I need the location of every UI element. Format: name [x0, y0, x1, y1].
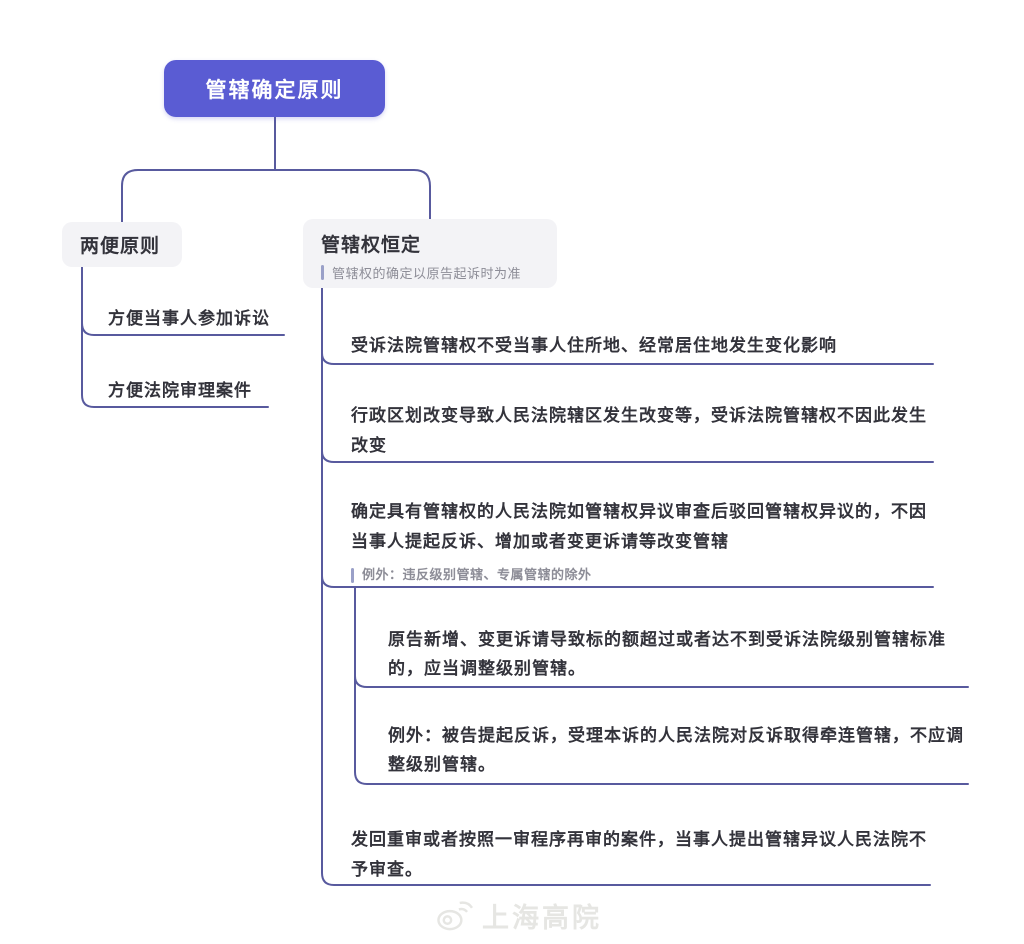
connector-right-child1 [321, 352, 934, 365]
connector-nested-spine [354, 586, 969, 785]
root-node: 管辖确定原则 [164, 60, 385, 117]
leaf-node: 行政区划改变导致人民法院辖区发生改变等，受诉法院管辖权不因此发生改变 [351, 406, 927, 455]
branch-subtitle-row: 管辖权的确定以原告起诉时为准 [321, 263, 541, 282]
weibo-icon [437, 900, 474, 930]
leaf-node: 例外：被告提起反诉，受理本诉的人民法院对反诉取得牵连管辖，不应调整级别管辖。 [388, 726, 964, 774]
branch-title: 管辖权恒定 [321, 235, 422, 256]
connector-root-to-branches [121, 169, 431, 223]
leaf-node: 原告新增、变更诉请导致标的额超过或者达不到受诉法院级别管辖标准的，应当调整级别管… [388, 630, 946, 678]
branch-title: 两便原则 [80, 236, 161, 257]
connector-right-child3 [321, 575, 934, 588]
leaf-node: 方便法院审理案件 [108, 381, 252, 400]
root-node-label: 管辖确定原则 [205, 78, 344, 102]
leaf-note-row: 例外：违反级别管辖、专属管辖的除外 [351, 560, 943, 590]
subtitle-marker-bar [321, 265, 324, 280]
branch-node-jurisdiction-fixed: 管辖权恒定 管辖权的确定以原告起诉时为准 [303, 219, 557, 288]
branch-node-convenience-principle: 两便原则 [62, 222, 182, 267]
connector-right-spine [321, 286, 931, 886]
connector-left-child1 [81, 322, 285, 336]
watermark: 上海高院 [434, 896, 602, 935]
leaf-node: 受诉法院管辖权不受当事人住所地、经常居住地发生变化影响 [351, 336, 837, 355]
leaf-node: 方便当事人参加诉讼 [108, 309, 270, 328]
connector-right-child2 [321, 450, 934, 463]
branch-subtitle: 管辖权的确定以原告起诉时为准 [332, 266, 522, 281]
leaf-note: 例外：违反级别管辖、专属管辖的除外 [362, 567, 592, 582]
note-marker-bar [351, 567, 354, 583]
leaf-node-with-note: 确定具有管辖权的人民法院如管辖权异议审查后驳回管辖权异议的，不因当事人提起反诉、… [351, 497, 943, 590]
connector-nested-child1 [354, 675, 969, 688]
watermark-text: 上海高院 [482, 903, 602, 933]
leaf-node: 发回重审或者按照一审程序再审的案件，当事人提出管辖异议人民法院不予审查。 [351, 830, 927, 879]
connector-left-spine [81, 265, 269, 408]
leaf-text: 确定具有管辖权的人民法院如管辖权异议审查后驳回管辖权异议的，不因当事人提起反诉、… [351, 502, 927, 551]
